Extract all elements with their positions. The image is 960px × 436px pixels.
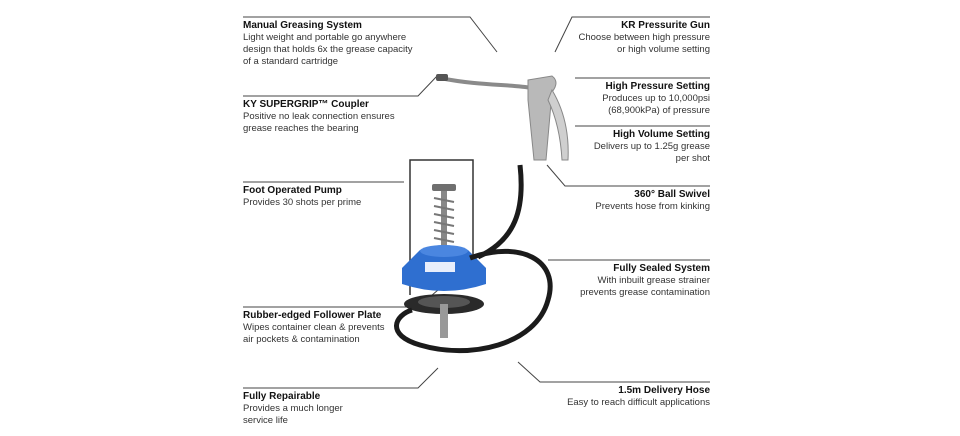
callout-title: Fully Sealed System [613, 263, 710, 274]
leader-delivery-hose [517, 361, 710, 383]
lower-rod [440, 304, 448, 338]
leader-manual-greasing [243, 16, 498, 53]
pump-label [425, 262, 455, 272]
callout-line: per shot [675, 153, 710, 164]
callout-title: Fully Repairable [243, 391, 321, 402]
delivery-hose [394, 248, 553, 354]
pump-cap [432, 184, 456, 191]
gun-body [527, 75, 557, 161]
gun-hose [476, 164, 524, 260]
callout-line: grease reaches the bearing [243, 123, 359, 134]
callout-line: Prevents hose from kinking [595, 201, 710, 212]
leader-kr-gun [554, 16, 710, 53]
callout-line: (68,900kPa) of pressure [608, 105, 710, 116]
callout-title: KR Pressurite Gun [621, 20, 710, 31]
gun-trigger [547, 88, 569, 161]
callout-line: With inbuilt grease strainer [597, 275, 710, 286]
callout-line: design that holds 6x the grease capacity [243, 44, 413, 55]
callout-repairable: Fully Repairable Provides a much longer … [243, 391, 343, 427]
callout-high-pressure: High Pressure Setting Produces up to 10,… [602, 81, 710, 117]
callout-line: air pockets & contamination [243, 334, 360, 345]
callout-title: Rubber-edged Follower Plate [243, 310, 382, 321]
callout-line: of a standard cartridge [243, 56, 339, 67]
callout-high-volume: High Volume Setting Delivers up to 1.25g… [594, 129, 710, 165]
callout-line: Easy to reach difficult applications [567, 397, 710, 408]
callout-title: Foot Operated Pump [243, 185, 342, 196]
callout-coupler: KY SUPERGRIP™ Coupler Positive no leak c… [243, 99, 395, 135]
callout-line: or high volume setting [617, 44, 710, 55]
callout-line: Light weight and portable go anywhere [243, 32, 407, 43]
callout-kr-gun: KR Pressurite Gun Choose between high pr… [578, 20, 710, 56]
callout-line: prevents grease contamination [580, 287, 710, 298]
pump-spring [433, 197, 455, 243]
callout-line: Delivers up to 1.25g grease [593, 141, 710, 152]
pump-top [420, 245, 468, 257]
pump-rod [441, 190, 447, 250]
leader-ball-swivel [546, 164, 710, 187]
callout-line: Provides 30 shots per prime [243, 197, 362, 208]
leader-repairable [243, 367, 439, 389]
coupler-tip [436, 74, 448, 81]
callout-line: Positive no leak connection ensures [243, 111, 395, 122]
callout-line: Wipes container clean & prevents [243, 322, 385, 333]
callout-sealed-system: Fully Sealed System With inbuilt grease … [580, 263, 710, 299]
callout-title: 360° Ball Swivel [634, 189, 710, 200]
leader-coupler [243, 74, 439, 97]
callout-line: service life [243, 415, 288, 426]
callout-title: 1.5m Delivery Hose [618, 385, 710, 396]
callout-title: KY SUPERGRIP™ Coupler [243, 99, 369, 110]
callout-foot-pump: Foot Operated Pump Provides 30 shots per… [243, 185, 361, 209]
callout-manual-greasing: Manual Greasing System Light weight and … [243, 20, 413, 68]
callout-title: High Volume Setting [612, 129, 710, 140]
callout-follower-plate: Rubber-edged Follower Plate Wipes contai… [243, 310, 385, 346]
callout-line: Provides a much longer [243, 403, 343, 414]
callout-title: Manual Greasing System [243, 20, 362, 31]
callout-title: High Pressure Setting [605, 81, 710, 92]
callout-line: Produces up to 10,000psi [602, 93, 710, 104]
callout-delivery-hose: 1.5m Delivery Hose Easy to reach difficu… [567, 385, 710, 409]
callout-line: Choose between high pressure [578, 32, 710, 43]
wire-frame [409, 159, 474, 295]
callout-ball-swivel: 360° Ball Swivel Prevents hose from kink… [595, 189, 710, 213]
gun-extension [439, 76, 533, 90]
